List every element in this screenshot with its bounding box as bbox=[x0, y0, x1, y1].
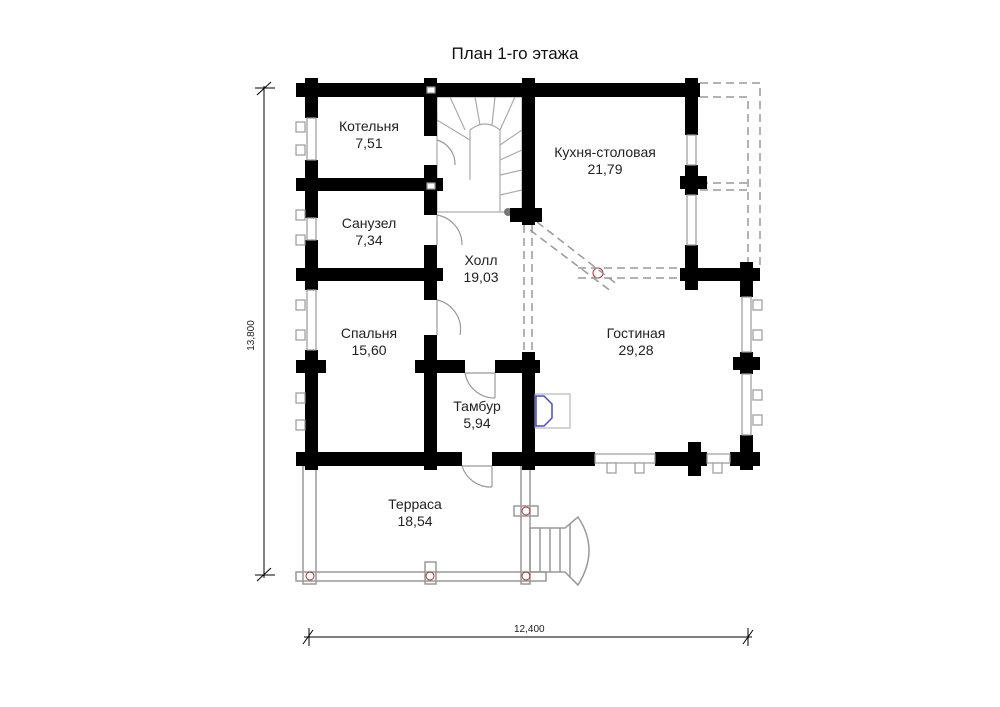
staircase bbox=[436, 96, 523, 213]
dashed-lines bbox=[523, 82, 761, 360]
walls bbox=[296, 78, 760, 476]
plan-title: План 1-го этажа bbox=[451, 44, 579, 63]
width-dimension-label: 12,400 bbox=[514, 624, 545, 635]
dimension-lines bbox=[255, 81, 754, 646]
windows bbox=[295, 86, 763, 474]
doors bbox=[436, 139, 496, 488]
stove bbox=[534, 393, 571, 429]
porch-stairs bbox=[529, 515, 590, 587]
height-dimension-label: 13,800 bbox=[245, 320, 257, 351]
